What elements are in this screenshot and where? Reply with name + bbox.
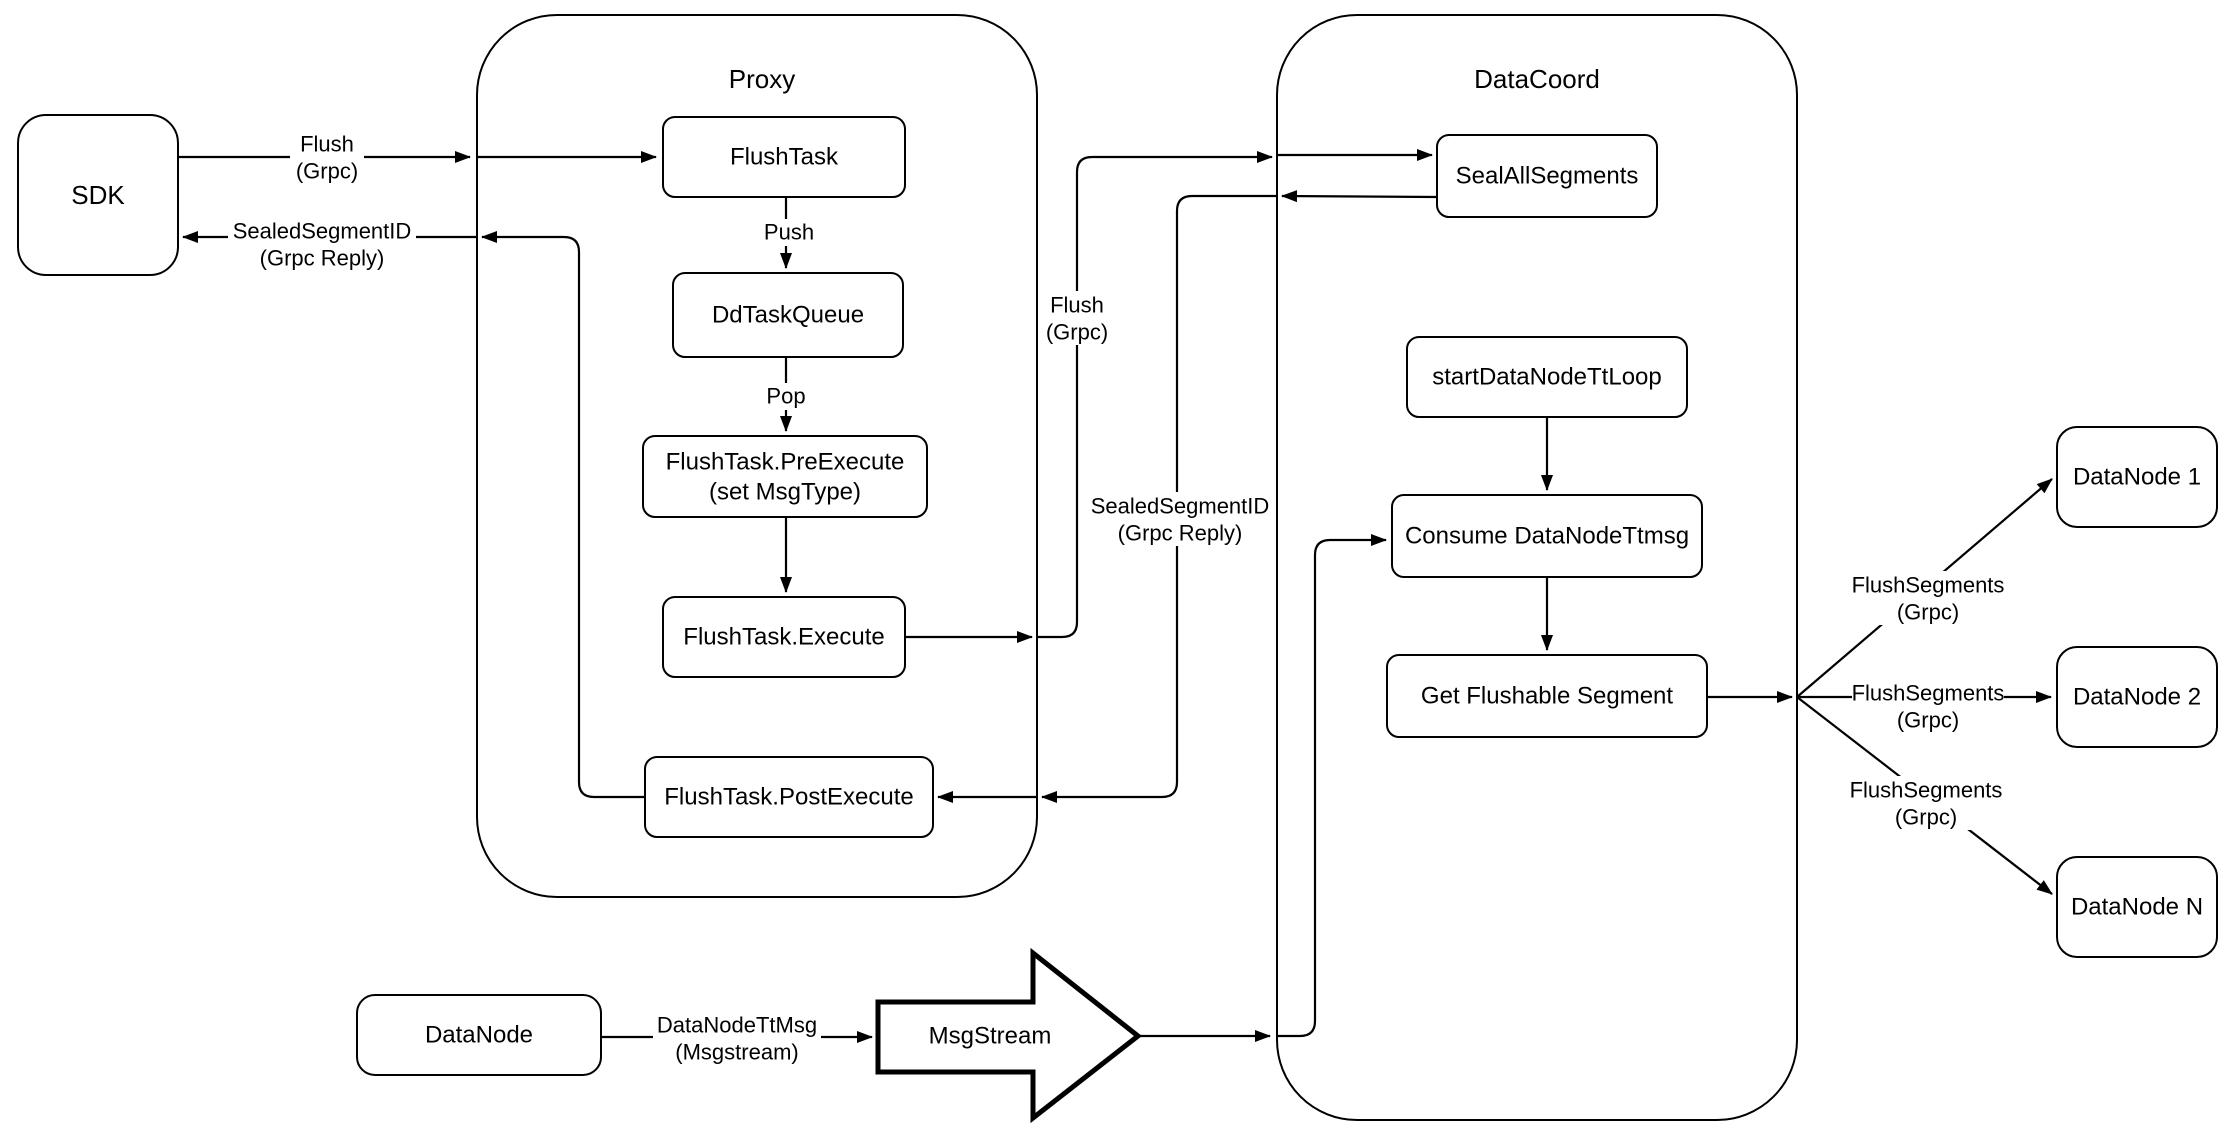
execute-node: FlushTask.Execute (662, 596, 906, 678)
getflushablesegment-node: Get Flushable Segment (1386, 654, 1708, 738)
edge-label-flushsegments-n: FlushSegments (Grpc) (1850, 776, 2003, 830)
edge-label-datanodettmsg: DataNodeTtMsg (Msgstream) (653, 1011, 821, 1065)
edge-label-text: (Grpc Reply) (1118, 521, 1243, 546)
edge-datacoord-edge-to-consume (1277, 534, 1387, 1038)
getflushablesegment-node-label: Get Flushable Segment (1421, 683, 1673, 710)
consumedatanodettmsg-node: Consume DataNodeTtmsg (1391, 494, 1703, 578)
datanode1-node: DataNode 1 (2056, 426, 2218, 528)
execute-node-label: FlushTask.Execute (683, 624, 884, 651)
flushtask-node-label: FlushTask (730, 144, 839, 171)
datanode2-node: DataNode 2 (2056, 646, 2218, 748)
edge-label-sealed-to-proxy: SealedSegmentID (Grpc Reply) (1086, 492, 1274, 546)
ddtaskqueue-node-shape (672, 272, 904, 358)
sealallsegments-node: SealAllSegments (1436, 134, 1658, 218)
edge-label-bg (290, 130, 364, 184)
edge-sealallsegments-to-datacoord-edge (1281, 190, 1438, 203)
consumedatanodettmsg-node-label: Consume DataNodeTtmsg (1405, 523, 1689, 550)
edge-label-flushsegments-1: FlushSegments (Grpc) (1852, 571, 2005, 625)
edge-label-bg (1086, 492, 1274, 546)
datanoden-node: DataNode N (2056, 856, 2218, 958)
consumedatanodettmsg-node-shape (1391, 494, 1703, 578)
edge-label-bg (1852, 571, 2004, 625)
datanode-bottom-node-label: DataNode (425, 1022, 533, 1049)
edge-label-bg (1850, 776, 2002, 830)
edge-label-bg (1040, 291, 1114, 345)
sealallsegments-node-shape (1436, 134, 1658, 218)
msgstream-block-arrow-shape (875, 947, 1143, 1124)
startdatanodettloop-node-shape (1406, 336, 1688, 418)
preexecute-node: FlushTask.PreExecute (set MsgType) (642, 435, 928, 518)
datacoord-container-title: DataCoord (1474, 64, 1600, 94)
ddtaskqueue-node-label: DdTaskQueue (712, 302, 864, 329)
edge-label-flush-to-datacoord: Flush (Grpc) (1040, 291, 1114, 345)
edge-proxy-to-datacoord-flush (1037, 151, 1273, 639)
edge-label-text: DataNodeTtMsg (657, 1013, 817, 1038)
msgstream-node-label: MsgStream (929, 1023, 1052, 1050)
getflushablesegment-node-shape (1386, 654, 1708, 738)
sdk-node: SDK (17, 114, 179, 276)
preexecute-node-label-line2: (set MsgType) (709, 479, 861, 506)
edge-label-bg (759, 383, 813, 410)
edge-label-text: Flush (300, 132, 354, 157)
edge-label-flush-to-proxy: Flush (Grpc) (290, 130, 364, 184)
edge-postexecute-to-proxy-edge (481, 231, 645, 799)
edge-label-text: FlushSegments (1852, 573, 2005, 598)
msgstream-node: MsgStream (875, 947, 1143, 1124)
edge-label-text: (Msgstream) (675, 1040, 798, 1065)
flushtask-node-shape (662, 116, 906, 198)
datanoden-node-shape (2056, 856, 2218, 958)
execute-node-shape (662, 596, 906, 678)
proxy-container-title: Proxy (729, 64, 795, 94)
datanode1-node-label: DataNode 1 (2073, 464, 2201, 491)
edge-label-text: Pop (766, 384, 805, 409)
datanoden-node-label: DataNode N (2071, 894, 2203, 921)
edge-label-flushsegments-2: FlushSegments (Grpc) (1852, 679, 2005, 733)
sealallsegments-node-label: SealAllSegments (1456, 163, 1639, 190)
datanode2-node-label: DataNode 2 (2073, 684, 2201, 711)
edge-label-bg (653, 1011, 821, 1065)
edge-label-push: Push (757, 219, 821, 246)
edge-label-bg (228, 217, 416, 271)
edge-label-text: (Grpc) (296, 159, 358, 184)
postexecute-node-label: FlushTask.PostExecute (664, 784, 913, 811)
edge-label-sealed-to-sdk: SealedSegmentID (Grpc Reply) (228, 217, 416, 271)
startdatanodettloop-node: startDataNodeTtLoop (1406, 336, 1688, 418)
edge-label-text: Push (764, 220, 814, 245)
edge-label-text: FlushSegments (1850, 778, 2003, 803)
edge-label-text: SealedSegmentID (1091, 494, 1270, 519)
datanode2-node-shape (2056, 646, 2218, 748)
edge-label-text: SealedSegmentID (233, 219, 412, 244)
preexecute-node-shape (642, 435, 928, 518)
datanode-bottom-node-shape (356, 994, 602, 1076)
edge-label-bg (757, 219, 821, 246)
edge-label-text: (Grpc) (1897, 600, 1959, 625)
datanode1-node-shape (2056, 426, 2218, 528)
startdatanodettloop-node-label: startDataNodeTtLoop (1432, 364, 1661, 391)
edge-label-text: FlushSegments (1852, 681, 2005, 706)
edge-label-text: (Grpc) (1897, 708, 1959, 733)
datacoord-container-outline (1276, 14, 1798, 1121)
postexecute-node-shape (644, 756, 934, 838)
edge-label-bg (1852, 679, 2004, 733)
proxy-container-outline (476, 14, 1038, 898)
edge-label-text: (Grpc Reply) (260, 246, 385, 271)
sdk-node-label: SDK (71, 180, 125, 210)
sdk-node-shape (17, 114, 179, 276)
preexecute-node-label-line1: FlushTask.PreExecute (666, 449, 905, 476)
proxy-container: Proxy (476, 14, 1038, 898)
postexecute-node: FlushTask.PostExecute (644, 756, 934, 838)
edge-label-pop: Pop (759, 383, 813, 410)
edge-label-text: (Grpc) (1046, 320, 1108, 345)
diagram-edges (178, 149, 2053, 1043)
edge-label-text: Flush (1050, 293, 1104, 318)
ddtaskqueue-node: DdTaskQueue (672, 272, 904, 358)
flushtask-node: FlushTask (662, 116, 906, 198)
datanode-bottom-node: DataNode (356, 994, 602, 1076)
datacoord-container: DataCoord (1276, 14, 1798, 1121)
edge-label-text: (Grpc) (1895, 805, 1957, 830)
